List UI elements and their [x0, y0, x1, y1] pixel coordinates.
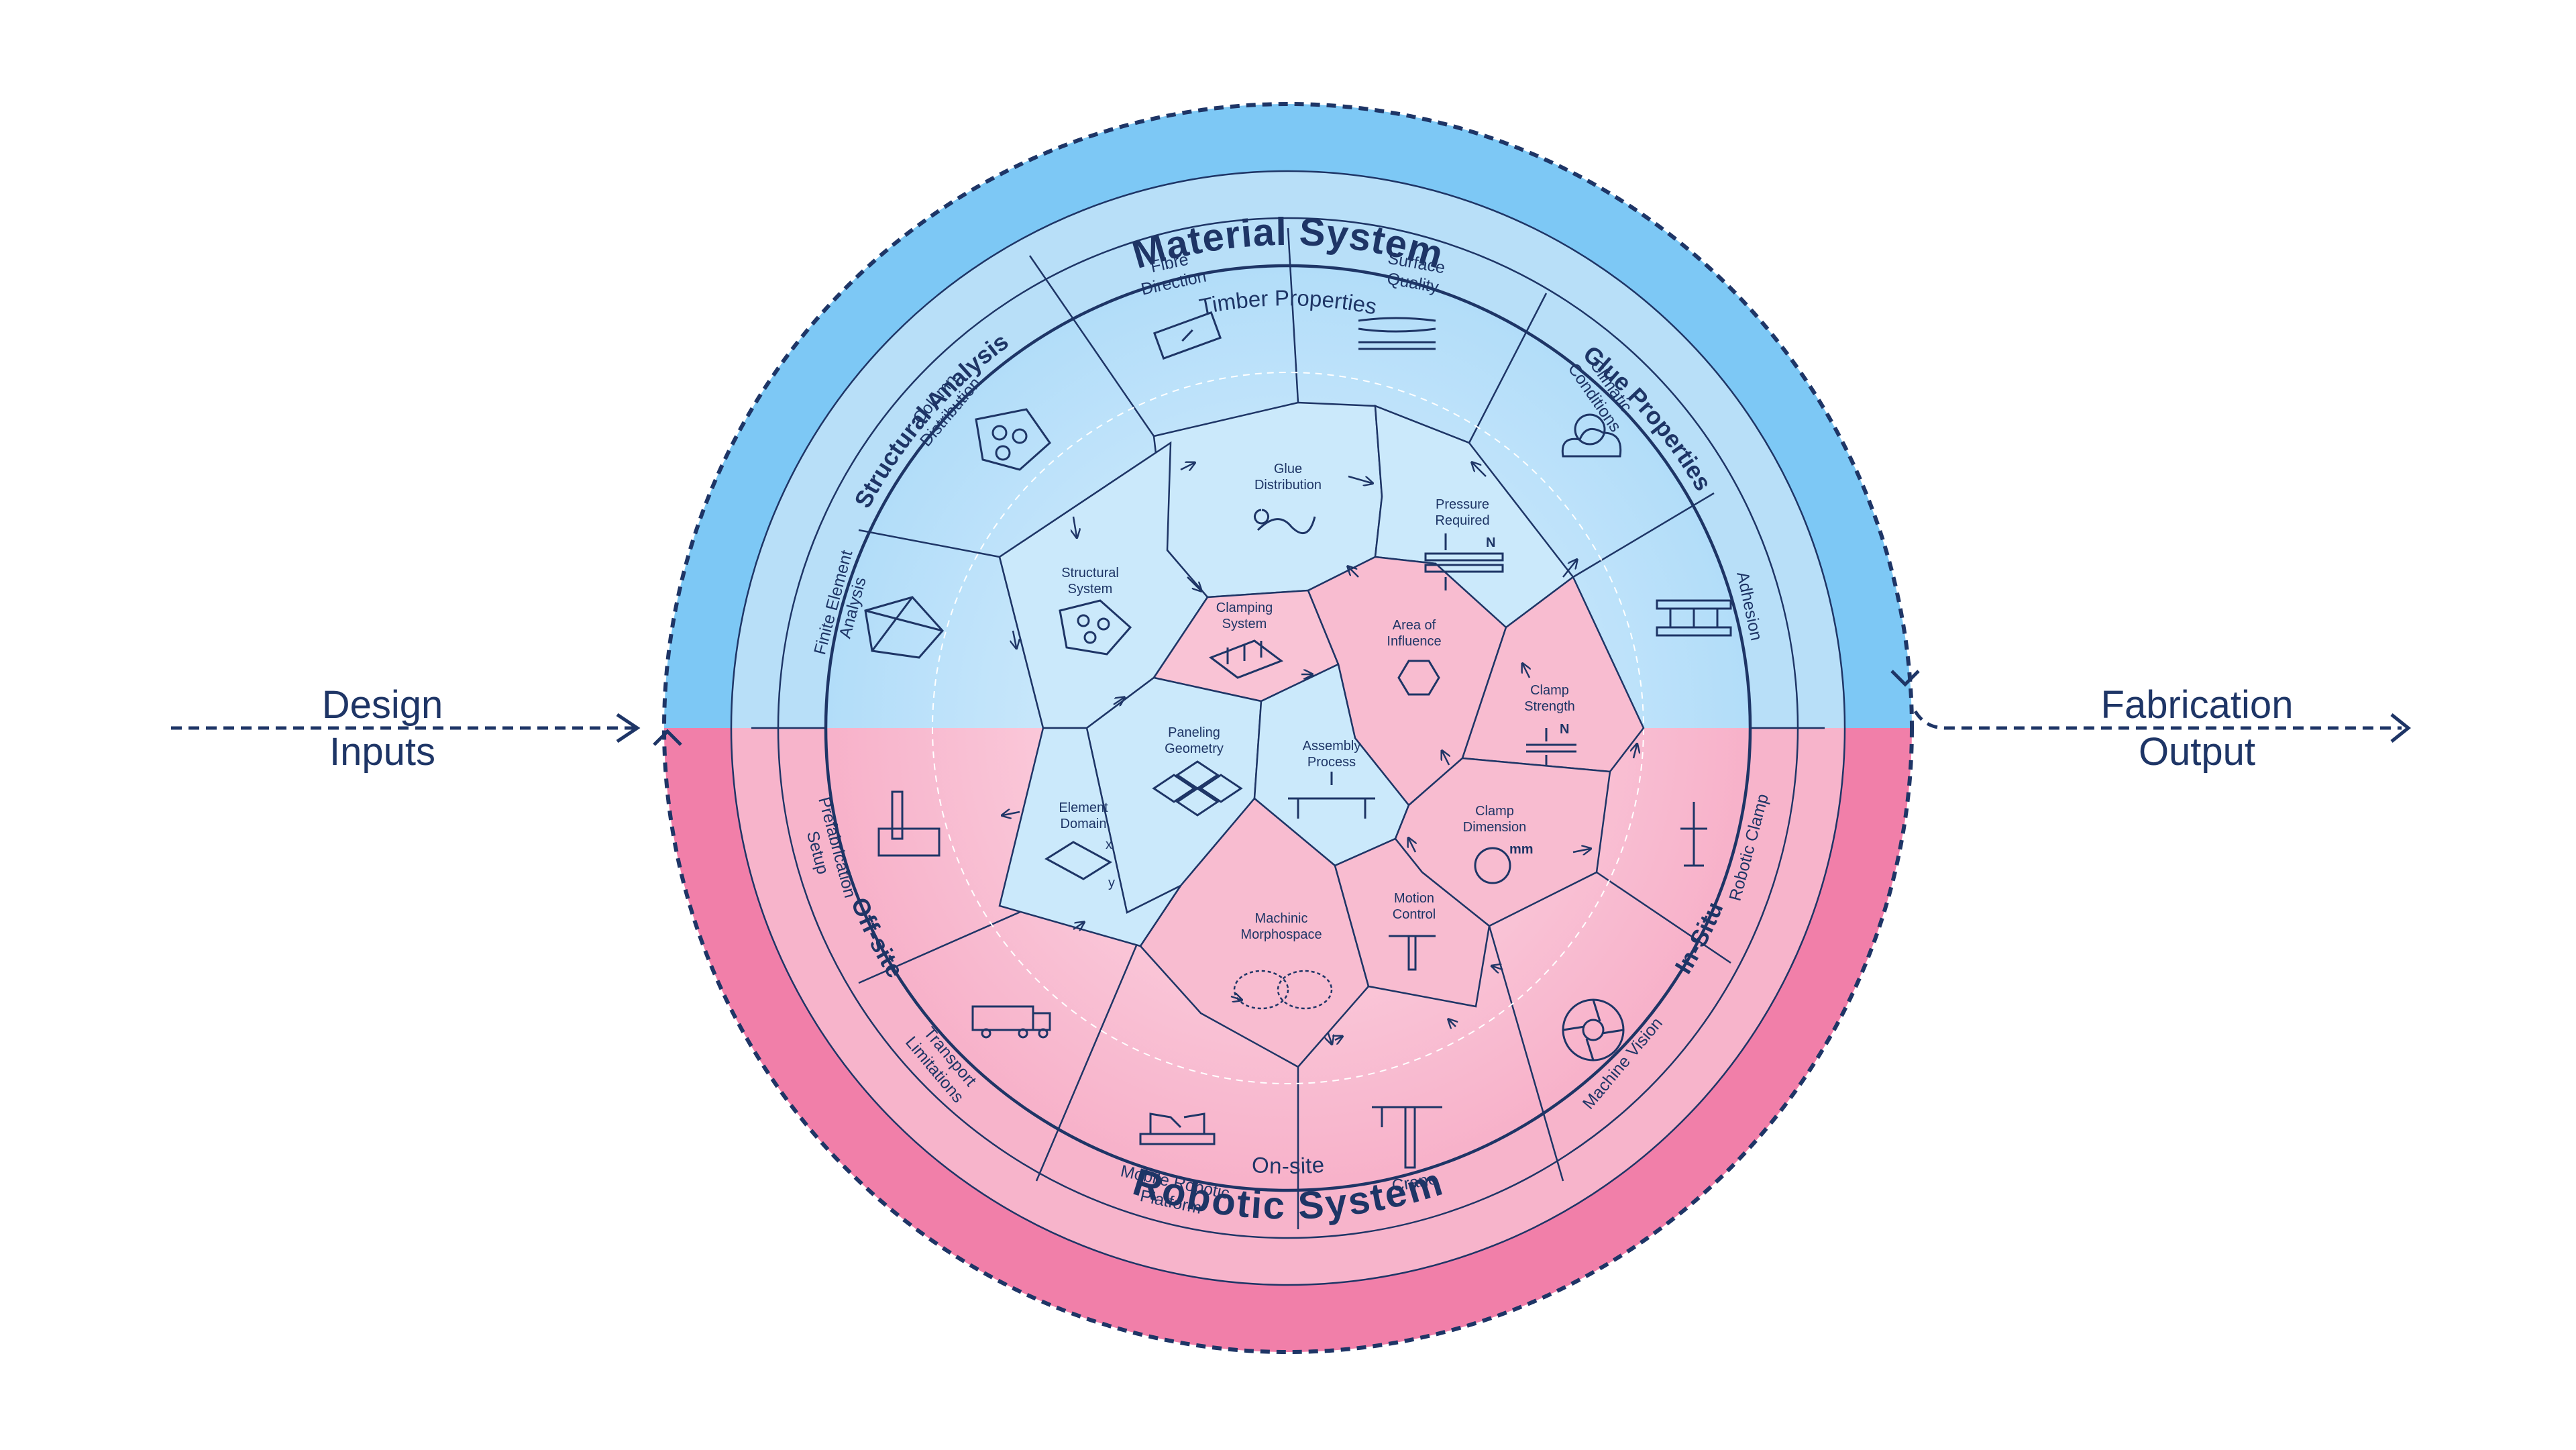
svg-text:N: N	[1486, 535, 1495, 550]
output-label-line2: Output	[2139, 730, 2255, 774]
tiles-icon	[1152, 760, 1243, 817]
cloud-sun-icon	[1561, 413, 1622, 458]
circle-icon	[1474, 847, 1511, 884]
io-arrowheads	[616, 670, 2412, 746]
drill-icon	[877, 790, 941, 857]
aperture-icon	[1562, 998, 1625, 1061]
svg-text:mm: mm	[1509, 842, 1534, 857]
arrow-icon	[1526, 728, 1576, 765]
motion-icon	[1389, 935, 1436, 971]
glue-icon	[1254, 509, 1316, 535]
onsite-label: On-site	[1251, 1152, 1325, 1178]
mesh-icon	[864, 596, 945, 659]
svg-text:N: N	[1560, 722, 1569, 737]
surface-icon	[1358, 317, 1436, 350]
adhesion-icon	[1656, 599, 1732, 637]
clamp-icon	[1680, 802, 1707, 867]
panel-icon	[1059, 599, 1132, 656]
press-icon	[1424, 533, 1504, 590]
flow-arrows	[1003, 463, 1637, 1043]
fibre-icon	[1152, 311, 1222, 360]
inner-cells	[998, 401, 1645, 1068]
crane-icon	[1372, 1106, 1442, 1169]
design-label-line1: Design	[322, 683, 443, 727]
morphospace-icon	[1233, 970, 1333, 1010]
clamp-grid-icon	[1208, 639, 1284, 679]
svg-text:x: x	[1106, 837, 1112, 852]
fabrication-label-line1: Fabrication	[2101, 683, 2294, 727]
plate-icon	[1044, 841, 1112, 880]
robot-arm-icon	[1139, 1112, 1216, 1145]
io-arrows	[171, 710, 2402, 730]
truck-icon	[971, 1005, 1051, 1039]
svg-text:y: y	[1108, 876, 1115, 890]
table-icon	[1288, 772, 1375, 819]
inputs-label-line2: Inputs	[329, 730, 435, 774]
column-icon	[975, 408, 1051, 471]
hexagon-icon	[1397, 660, 1440, 696]
